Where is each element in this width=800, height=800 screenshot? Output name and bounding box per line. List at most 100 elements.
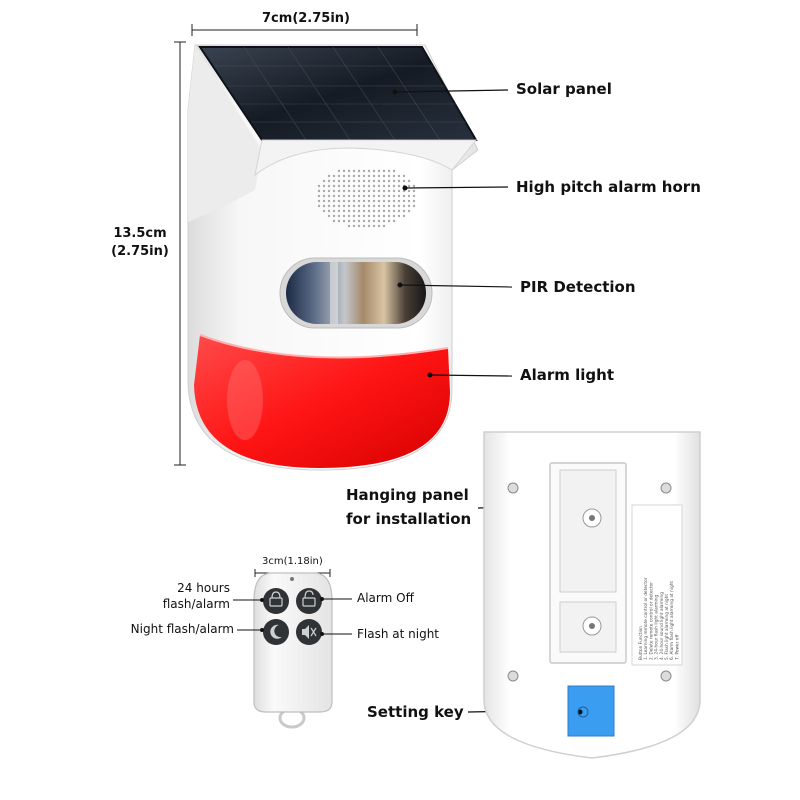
grille-hole — [342, 184, 346, 188]
grille-hole — [342, 214, 346, 218]
grille-hole — [372, 174, 376, 178]
grille-hole — [377, 174, 381, 178]
callout-setting-key: Setting key — [367, 703, 464, 721]
grille-hole — [377, 189, 381, 193]
remote-button-night[interactable] — [263, 619, 289, 645]
grille-hole — [392, 209, 396, 213]
grille-hole — [382, 169, 386, 173]
grille-hole — [322, 184, 326, 188]
grille-hole — [347, 219, 351, 223]
grille-hole — [372, 189, 376, 193]
grille-hole — [332, 189, 336, 193]
grille-hole — [357, 224, 361, 228]
grille-hole — [392, 184, 396, 188]
grille-hole — [407, 194, 411, 198]
function-label-line: 4. 24-hour sound light alarming — [659, 592, 665, 660]
grille-hole — [322, 194, 326, 198]
grille-hole — [342, 204, 346, 208]
grille-hole — [332, 219, 336, 223]
grille-hole — [382, 199, 386, 203]
grille-hole — [372, 169, 376, 173]
remote-label-24h-line2: flash/alarm — [162, 597, 230, 611]
grille-hole — [402, 204, 406, 208]
grille-hole — [372, 204, 376, 208]
grille-hole — [352, 189, 356, 193]
pir-window — [279, 257, 433, 329]
height-dimension-label-line1: 13.5cm — [113, 226, 167, 241]
grille-hole — [342, 194, 346, 198]
grille-hole — [372, 224, 376, 228]
grille-hole — [407, 209, 411, 213]
grille-hole — [347, 169, 351, 173]
grille-hole — [392, 169, 396, 173]
grille-hole — [352, 169, 356, 173]
grille-hole — [327, 179, 331, 183]
grille-hole — [382, 179, 386, 183]
grille-hole — [397, 189, 401, 193]
remote-button-24h[interactable] — [263, 588, 289, 614]
height-dimension-label-line2: (2.75in) — [111, 244, 169, 259]
grille-hole — [367, 224, 371, 228]
grille-hole — [352, 199, 356, 203]
grille-hole — [322, 199, 326, 203]
grille-hole — [317, 204, 321, 208]
grille-hole — [317, 199, 321, 203]
grille-hole — [387, 214, 391, 218]
grille-hole — [357, 174, 361, 178]
grille-hole — [392, 179, 396, 183]
grille-hole — [372, 199, 376, 203]
grille-hole — [342, 169, 346, 173]
grille-hole — [382, 189, 386, 193]
grille-hole — [367, 189, 371, 193]
grille-hole — [332, 209, 336, 213]
remote-button-flash-night[interactable] — [296, 619, 322, 645]
grille-hole — [397, 214, 401, 218]
grille-hole — [367, 179, 371, 183]
grille-hole — [412, 184, 416, 188]
grille-hole — [352, 174, 356, 178]
callout-hanging-panel-line1: Hanging panel — [346, 486, 469, 504]
remote-button-alarm-off[interactable] — [296, 588, 322, 614]
grille-hole — [337, 179, 341, 183]
grille-hole — [327, 204, 331, 208]
grille-hole — [357, 199, 361, 203]
grille-hole — [372, 179, 376, 183]
grille-hole — [327, 174, 331, 178]
callout-alarm-horn: High pitch alarm horn — [516, 178, 701, 196]
grille-hole — [377, 214, 381, 218]
grille-hole — [407, 204, 411, 208]
grille-hole — [342, 199, 346, 203]
grille-hole — [377, 219, 381, 223]
alarm-unit — [187, 44, 479, 471]
grille-hole — [332, 204, 336, 208]
grille-hole — [362, 194, 366, 198]
grille-hole — [387, 189, 391, 193]
grille-hole — [337, 189, 341, 193]
grille-hole — [332, 214, 336, 218]
grille-hole — [402, 199, 406, 203]
grille-hole — [397, 209, 401, 213]
grille-hole — [327, 194, 331, 198]
grille-hole — [357, 209, 361, 213]
grille-hole — [357, 214, 361, 218]
grille-hole — [347, 189, 351, 193]
grille-hole — [367, 194, 371, 198]
lock-icon — [269, 597, 283, 607]
setting-key[interactable] — [567, 685, 615, 737]
function-label-line: 2. Delete remote control or detector — [648, 582, 654, 660]
grille-hole — [367, 219, 371, 223]
grille-hole — [357, 169, 361, 173]
grille-hole — [367, 204, 371, 208]
callout-solar-panel: Solar panel — [516, 80, 612, 98]
grille-hole — [357, 204, 361, 208]
grille-hole — [412, 194, 416, 198]
grille-hole — [362, 174, 366, 178]
grille-hole — [327, 199, 331, 203]
grille-hole — [347, 224, 351, 228]
grille-hole — [367, 199, 371, 203]
function-label-line: 3. 24-hour flash light alarming — [654, 594, 660, 660]
grille-hole — [387, 179, 391, 183]
grille-hole — [327, 209, 331, 213]
